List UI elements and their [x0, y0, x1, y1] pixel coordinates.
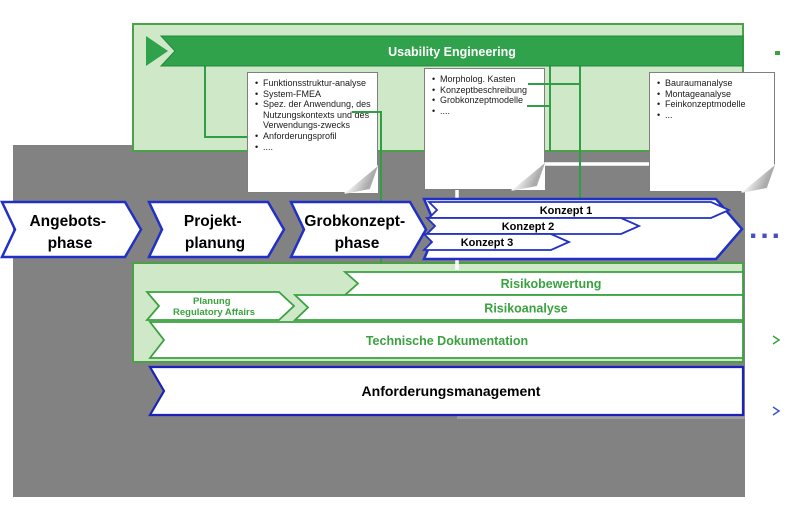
note-feinkonzept-outputs: BauraumanalyseMontageanalyseFeinkonzeptm…: [649, 72, 775, 193]
connector-note2-short: [527, 66, 551, 151]
note-konzept-outputs: Morpholog. KastenKonzeptbeschreibungGrob…: [424, 68, 545, 191]
band-technische-dokumentation-label: Technische Dokumentation: [366, 334, 528, 348]
band-anforderungsmanagement-label: Anforderungsmanagement: [362, 383, 541, 399]
band-risikoanalyse-label: Risikoanalyse: [484, 302, 567, 316]
note-item: Feinkonzeptmodelle: [656, 99, 770, 110]
band-planung-label: Planung Regulatory Affairs: [173, 291, 255, 318]
note-item: ....: [254, 142, 373, 153]
konzept-1-label: Konzept 1: [540, 205, 593, 217]
usability-band: [159, 35, 744, 67]
phase-arrow-grobkonzeptphase: [289, 200, 428, 259]
connector-note2-to-konzept: [528, 66, 581, 199]
concepts-ellipsis: ...: [749, 212, 783, 245]
note-item: Spez. der Anwendung, des Nutzungskontext…: [254, 99, 373, 131]
phase-grobkonzeptphase-label: Grobkonzept- phase: [304, 213, 409, 252]
note-item: Montageanalyse: [656, 89, 770, 100]
usability-band-label: Usability Engineering: [388, 45, 516, 59]
note-item: ....: [431, 106, 540, 117]
band-shadow: [457, 416, 745, 419]
connector-band-to-note1: [204, 66, 247, 138]
edge-mark-green-mid: [772, 335, 781, 345]
note-item-list: Funktionsstruktur-analyseSystem-FMEASpez…: [254, 78, 373, 152]
note-item-list: Morpholog. KastenKonzeptbeschreibungGrob…: [431, 74, 540, 116]
phase-arrow-angebotsphase: [0, 200, 143, 259]
phase-arrow-projektplanung: [147, 200, 286, 259]
edge-mark-green-top: [775, 51, 780, 55]
edge-mark-blue-bottom: [772, 406, 781, 416]
note-grobkonzept-inputs: Funktionsstruktur-analyseSystem-FMEASpez…: [247, 72, 378, 194]
band-technische-dokumentation: [148, 321, 744, 359]
note-item: Konzeptbeschreibung: [431, 85, 540, 96]
note-item: System-FMEA: [254, 89, 373, 100]
note-item-list: BauraumanalyseMontageanalyseFeinkonzeptm…: [656, 78, 770, 120]
band-planung-regulatory-affairs: [145, 291, 296, 321]
note-item: Grobkonzeptmodelle: [431, 95, 540, 106]
konzept-3-label: Konzept 3: [461, 237, 514, 249]
konzept-2-arrow: [424, 217, 642, 235]
note-item: Funktionsstruktur-analyse: [254, 78, 373, 89]
band-risikoanalyse: [292, 294, 744, 321]
konzept-3-arrow: [421, 233, 572, 251]
band-anforderungsmanagement: [148, 365, 745, 417]
note-item: Morpholog. Kasten: [431, 74, 540, 85]
usability-band-chevron-icon: [146, 36, 168, 66]
note-item: Anforderungsprofil: [254, 131, 373, 142]
phase-angebotsphase-label: Angebots- phase: [29, 213, 110, 252]
note-item: Bauraumanalyse: [656, 78, 770, 89]
note-item: ...: [656, 110, 770, 121]
konzept-1-arrow: [426, 201, 732, 219]
band-risikobewertung-label: Risikobewertung: [501, 277, 602, 291]
phase-projektplanung-label: Projekt- planung: [184, 213, 246, 252]
konzept-2-label: Konzept 2: [502, 221, 555, 233]
